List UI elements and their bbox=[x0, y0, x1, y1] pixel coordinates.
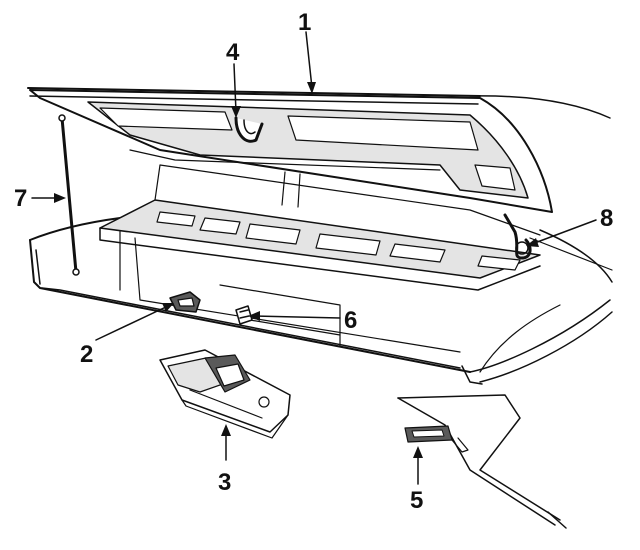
striker-part bbox=[235, 305, 253, 325]
leader-lines bbox=[31, 31, 597, 485]
callout-5: 5 bbox=[410, 487, 423, 514]
callout-labels: 1 2 3 4 5 6 7 8 bbox=[14, 9, 613, 514]
callout-1: 1 bbox=[298, 9, 311, 36]
callout-8: 8 bbox=[600, 205, 613, 232]
support-rod-part bbox=[58, 114, 80, 276]
callout-3: 3 bbox=[218, 469, 231, 496]
vehicle-rear-body bbox=[29, 95, 613, 385]
trunk-lid bbox=[27, 87, 553, 213]
lock-assembly-part bbox=[159, 349, 291, 439]
callout-2: 2 bbox=[80, 341, 93, 368]
torsion-hook-part bbox=[503, 213, 532, 260]
callout-7: 7 bbox=[14, 185, 27, 212]
trunk-interior bbox=[99, 164, 541, 353]
lid-hinge-part bbox=[234, 116, 264, 143]
callout-4: 4 bbox=[226, 39, 240, 66]
lamp-switch-part bbox=[397, 394, 567, 529]
callout-6: 6 bbox=[344, 307, 357, 334]
latch-part bbox=[169, 291, 201, 313]
